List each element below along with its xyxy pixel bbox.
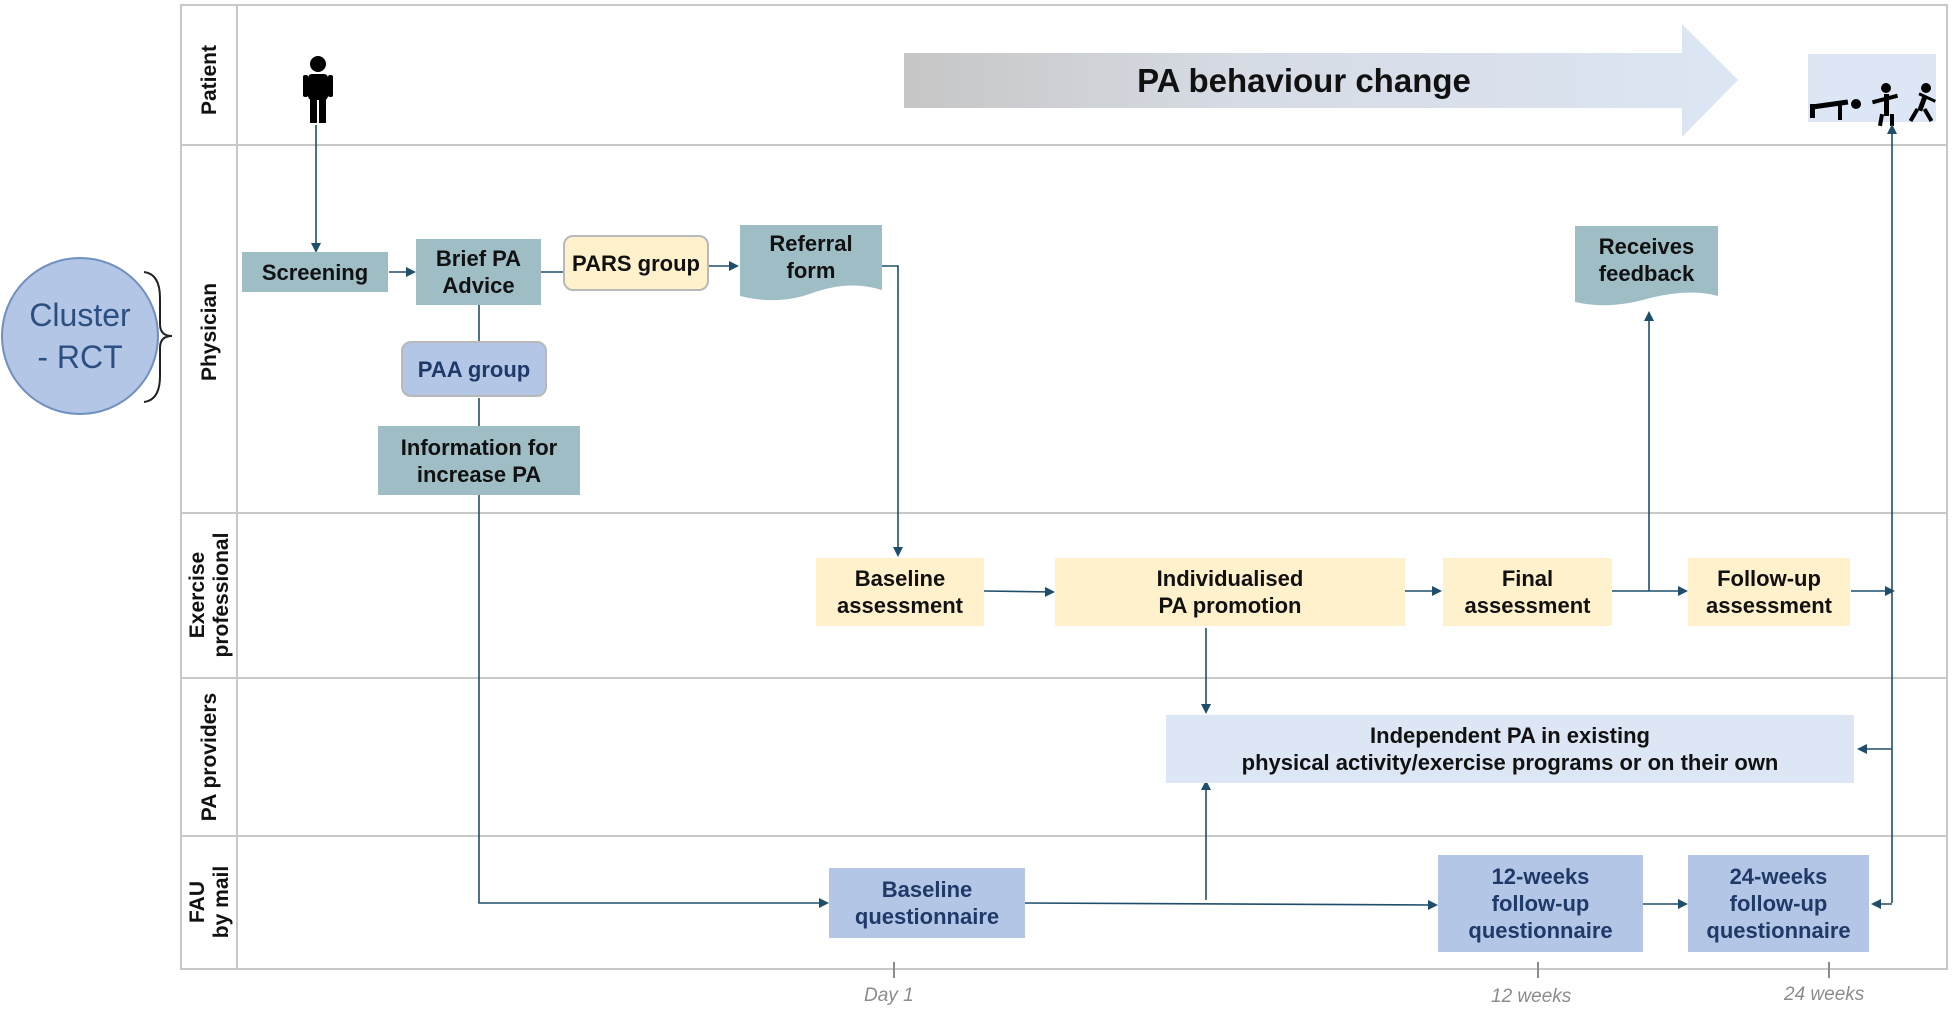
independent-pa-node: Independent PA in existing physical acti…: [1166, 715, 1854, 783]
baseline-questionnaire-node: Baseline questionnaire: [829, 868, 1025, 938]
brace-icon: [143, 271, 173, 403]
followup-assessment-node: Follow-up assessment: [1688, 558, 1850, 626]
12-weeks-questionnaire-node: 12-weeks follow-up questionnaire: [1438, 855, 1643, 952]
paa-group-node: PAA group: [401, 341, 547, 397]
receives-feedback-node: Receives feedback: [1598, 234, 1695, 286]
brief-pa-advice-node: Brief PA Advice: [416, 239, 541, 305]
person-standing-icon: [303, 56, 333, 123]
tick-label-12-weeks: 12 weeks: [1491, 986, 1572, 1007]
pars-group-node: PARS group: [563, 235, 709, 291]
baseline-assessment-node: Baseline assessment: [816, 558, 984, 626]
24-weeks-questionnaire-node: 24-weeks follow-up questionnaire: [1688, 855, 1869, 952]
final-assessment-node: Final assessment: [1443, 558, 1612, 626]
cluster-rct-circle: Cluster - RCT: [1, 257, 159, 415]
tick-label-day1: Day 1: [864, 985, 914, 1006]
individualised-pa-promotion-node: Individualised PA promotion: [1055, 558, 1405, 626]
referral-form-node: Referral form: [769, 231, 853, 283]
banner-label: PA behaviour change: [1137, 62, 1471, 99]
information-node: Information for increase PA: [378, 426, 580, 495]
tick-label-24-weeks: 24 weeks: [1784, 984, 1865, 1005]
screening-node: Screening: [242, 252, 388, 292]
person-exercising-icon: [1810, 83, 1937, 127]
